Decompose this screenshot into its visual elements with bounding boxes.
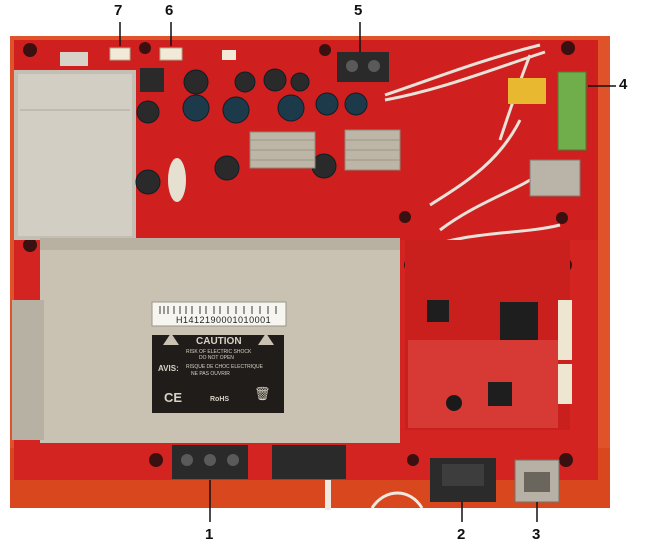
- callout-5: 5: [354, 2, 363, 19]
- callout-4: 4: [619, 76, 628, 93]
- callout-7: 7: [114, 2, 123, 19]
- avis-line-1: RISQUE DE CHOC ELECTRIQUE: [186, 364, 263, 370]
- relay: [508, 78, 546, 104]
- serial-number-text: H1412190001010001: [176, 315, 272, 325]
- avis-label: AVIS:: [158, 364, 179, 373]
- callout-1: 1: [205, 526, 214, 543]
- caution-text: CAUTION: [196, 336, 242, 347]
- callout-2: 2: [457, 526, 466, 543]
- callout-3: 3: [532, 526, 541, 543]
- terminal-block-5: [337, 52, 389, 82]
- capacitors: [135, 68, 368, 195]
- ce-mark: CE: [164, 390, 183, 405]
- warning-line-1: RISK OF ELECTRIC SHOCK: [186, 349, 252, 355]
- connector-6: [159, 47, 183, 61]
- warning-line-2: DO NOT OPEN: [199, 355, 234, 361]
- avis-line-2: NE PAS OUVRIR: [191, 371, 230, 377]
- warning-plate: [152, 335, 284, 413]
- weee-bin-icon: 🗑: [254, 386, 271, 401]
- callout-6: 6: [165, 2, 174, 19]
- green-connector-4: [557, 71, 587, 151]
- connector-7: [109, 47, 131, 61]
- rohs-mark: RoHS: [210, 396, 230, 403]
- callout-lines: [119, 22, 616, 522]
